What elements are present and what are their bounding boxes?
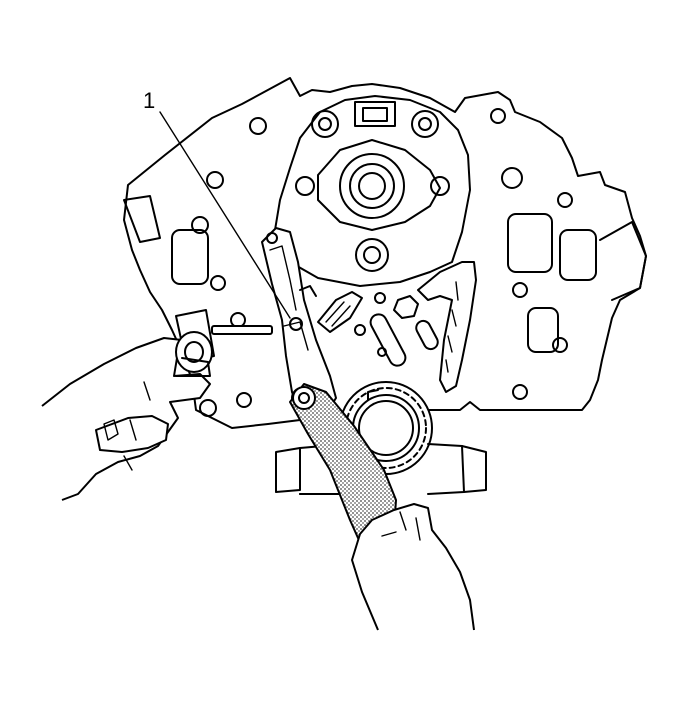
tensioner-pin: [211, 325, 273, 335]
chain-guide-right: [417, 261, 477, 393]
camshaft-plate: [274, 95, 471, 287]
callout-1-label: 1: [143, 88, 156, 113]
oil-pump-area: [317, 291, 439, 367]
left-hand: [41, 331, 213, 501]
right-hand: [351, 503, 475, 631]
wrench-tool: [289, 383, 397, 557]
callout-1-leader: [159, 111, 291, 319]
